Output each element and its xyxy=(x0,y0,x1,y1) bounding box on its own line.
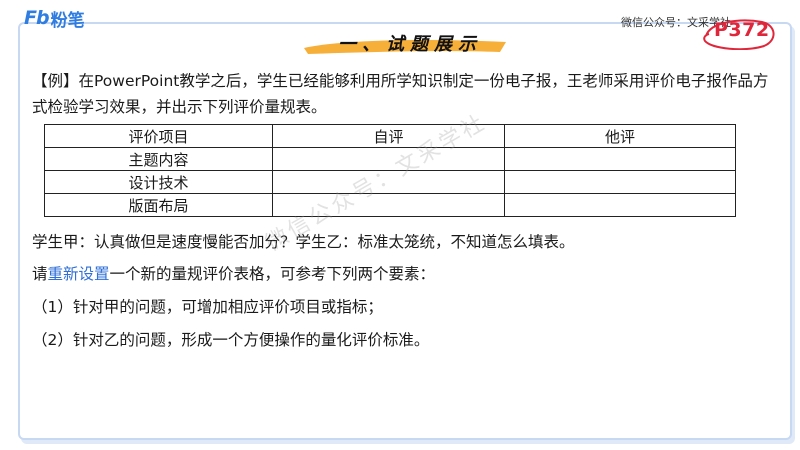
wechat-account-label: 微信公众号：文采学社 xyxy=(621,16,731,29)
brush-stroke-icon xyxy=(304,40,506,54)
task-prefix: 请 xyxy=(32,265,48,283)
point-1: （1）针对甲的问题，可增加相应评价项目或指标； xyxy=(32,298,383,316)
table-cell: 设计技术 xyxy=(44,170,273,194)
section-title-block: 一、试题展示 xyxy=(300,28,510,56)
page-badge: P372 xyxy=(714,19,770,41)
rubric-table: 评价项目 自评 他评 主题内容 设计技术 版面布局 xyxy=(44,124,736,217)
question-intro: 【例】在PowerPoint教学之后，学生已经能够利用所学知识制定一份电子报，王… xyxy=(32,72,769,116)
table-cell: 主题内容 xyxy=(44,147,273,171)
table-cell xyxy=(504,193,736,217)
table-header-cell: 他评 xyxy=(504,124,736,148)
section-title: 一、试题展示 xyxy=(338,34,482,55)
table-header-cell: 评价项目 xyxy=(44,124,273,148)
table-header-cell: 自评 xyxy=(272,124,505,148)
student-feedback: 学生甲：认真做但是速度慢能否加分？学生乙：标准太笼统，不知道怎么填表。 xyxy=(32,233,575,251)
table-row: 设计技术 xyxy=(44,170,736,194)
table-cell xyxy=(504,147,736,171)
task-instruction: 请重新设置一个新的量规评价表格，可参考下列两个要素： xyxy=(32,261,777,287)
table-cell xyxy=(272,193,505,217)
logo-chinese: 粉笔 xyxy=(50,10,85,31)
logo-latin: Fb xyxy=(24,7,50,29)
task-suffix: 一个新的量规评价表格，可参考下列两个要素： xyxy=(109,265,436,283)
point-2: （2）针对乙的问题，形成一个方便操作的量化评价标准。 xyxy=(32,331,430,349)
slide-frame xyxy=(18,22,792,440)
fenbi-logo: Fb 粉笔 xyxy=(24,6,85,31)
table-header-row: 评价项目 自评 他评 xyxy=(44,124,736,148)
table-cell xyxy=(504,170,736,194)
table-cell: 版面布局 xyxy=(44,193,273,217)
table-row: 版面布局 xyxy=(44,193,736,217)
task-highlight-link[interactable]: 重新设置 xyxy=(47,265,110,283)
page-badge-brush-icon xyxy=(703,19,775,50)
